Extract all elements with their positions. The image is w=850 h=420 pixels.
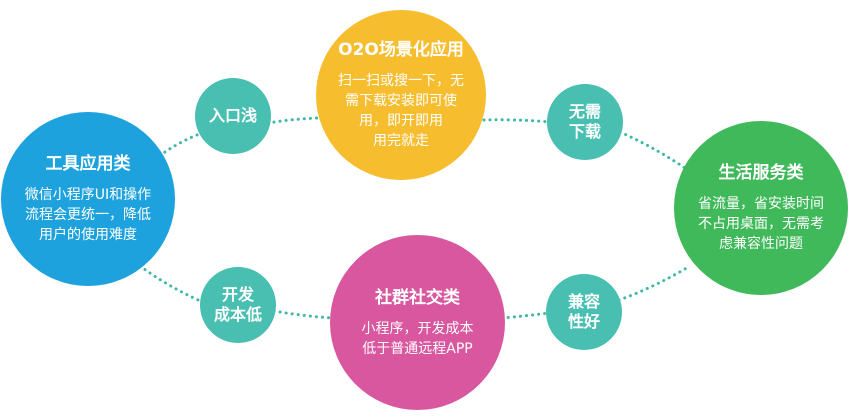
- node-life-services: 生活服务类 省流量，省安装时间 不占用桌面，无需考 虑兼容性问题: [674, 121, 848, 295]
- node-description: 省流量，省安装时间 不占用桌面，无需考 虑兼容性问题: [698, 194, 824, 254]
- node-o2o-scenario-apps: O2O场景化应用 扫一扫或搜一下，无 需下载安装即可使 用，即开即用 用完就走: [316, 10, 486, 180]
- node-label: 开发: [221, 285, 254, 304]
- connector-o2o-nodl: [482, 118, 552, 124]
- desc-line: 虑兼容性问题: [719, 236, 803, 252]
- desc-line: 流程会更统一，降低: [24, 207, 151, 223]
- connector-tool-cost: [138, 264, 207, 305]
- node-description: 小程序，开发成本 低于普通远程APP: [362, 319, 474, 359]
- node-no-download: 无需 下载: [547, 84, 623, 160]
- node-label: 入口浅: [208, 106, 257, 125]
- desc-line: 需下载安装即可使: [345, 93, 457, 109]
- desc-line: 小程序，开发成本: [361, 320, 474, 337]
- node-label: 性好: [567, 312, 600, 331]
- node-description: 扫一扫或搜一下，无 需下载安装即可使 用，即开即用 用完就走: [338, 71, 464, 151]
- node-shallow-entry: 入口浅: [195, 78, 271, 154]
- node-title: O2O场景化应用: [338, 40, 464, 60]
- desc-line: 不占用桌面，无需考: [698, 216, 824, 232]
- node-label: 成本低: [213, 305, 262, 324]
- node-title: 社群社交类: [375, 287, 460, 308]
- desc-line: 用户的使用难度: [38, 227, 137, 243]
- connector-cost-soc: [272, 309, 334, 320]
- node-social-communities: 社群社交类 小程序，开发成本 低于普通远程APP: [330, 235, 505, 410]
- node-low-dev-cost: 开发 成本低: [200, 267, 276, 343]
- desc-line: 低于普通远程APP: [362, 340, 473, 357]
- desc-line: 微信小程序UI和操作: [24, 187, 152, 203]
- node-label: 下载: [568, 122, 601, 141]
- desc-line: 用，即开即用: [359, 113, 443, 129]
- node-label: 兼容: [567, 292, 600, 311]
- connector-compat-life: [617, 264, 692, 302]
- connector-nodl-life: [618, 130, 694, 175]
- node-label: 无需: [568, 102, 601, 121]
- desc-line: 用完就走: [373, 133, 429, 149]
- node-title: 生活服务类: [718, 163, 804, 183]
- connector-entry-o2o: [266, 116, 320, 125]
- node-tool-apps: 工具应用类 微信小程序UI和操作 流程会更统一，降低 用户的使用难度: [1, 112, 175, 286]
- desc-line: 省流量，省安装时间: [698, 196, 824, 212]
- node-title: 工具应用类: [45, 154, 131, 174]
- node-good-compatibility: 兼容 性好: [546, 274, 622, 350]
- desc-line: 扫一扫或搜一下，无: [338, 73, 464, 89]
- node-description: 微信小程序UI和操作 流程会更统一，降低 用户的使用难度: [25, 185, 151, 245]
- connector-soc-compat: [500, 311, 551, 320]
